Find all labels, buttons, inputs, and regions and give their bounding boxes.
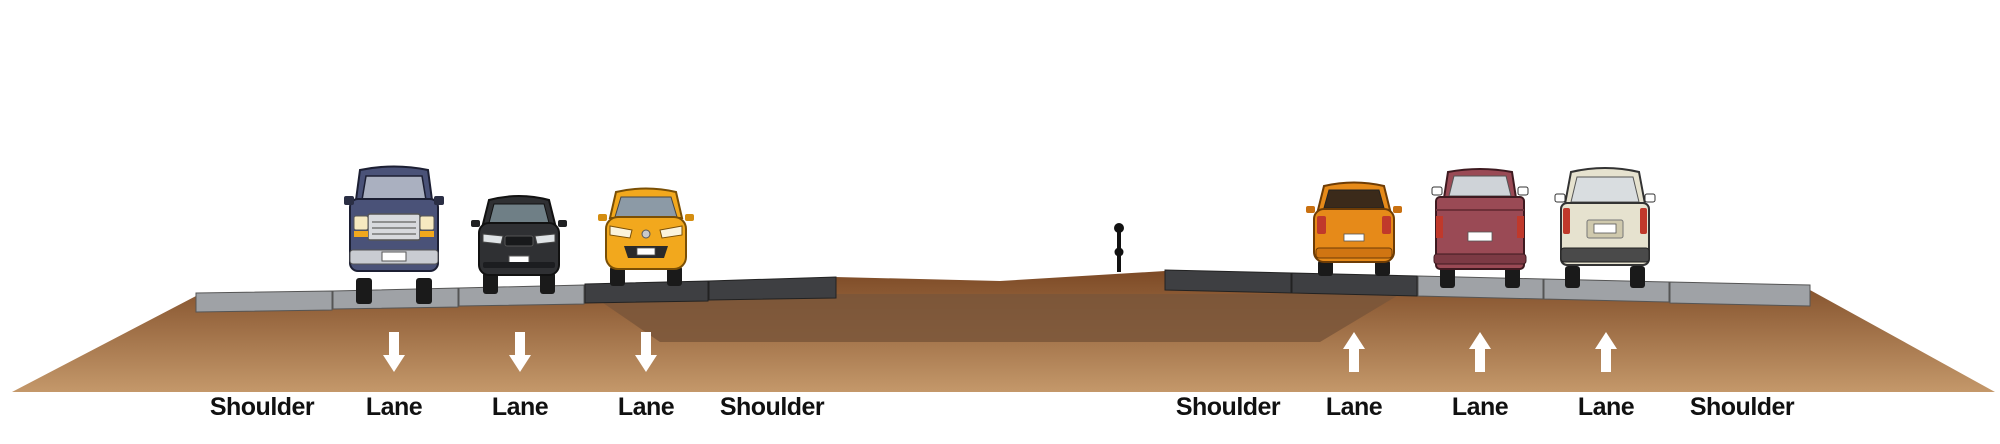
lane-label: Lane [365, 393, 423, 421]
shoulder-label: Shoulder [719, 393, 825, 421]
lane-label: Lane [1325, 393, 1383, 421]
shoulder-label: Shoulder [209, 393, 315, 421]
left-outer-shoulder-slab [708, 276, 837, 301]
trench [590, 294, 1400, 342]
arrow-up-icon [1469, 332, 1491, 372]
shoulder-label: Shoulder [1175, 393, 1281, 421]
arrow-down-icon [383, 332, 405, 372]
arrow-up-icon [1343, 332, 1365, 372]
left-shoulder-slab [195, 290, 333, 313]
left-lane-1-slab [332, 287, 459, 310]
lane-label: Lane [491, 393, 549, 421]
left-lane-2-slab [458, 284, 585, 307]
arrow-down-icon [635, 332, 657, 372]
vehicle-minivan-right [1554, 167, 1656, 288]
arrow-up-icon [1595, 332, 1617, 372]
direction-arrows [383, 332, 1617, 372]
right-lane-2-slab [1417, 275, 1544, 300]
right-lane-1-slab [1291, 272, 1418, 297]
vehicle-pickup-truck-left [344, 165, 444, 304]
vehicle-hatchback-right [1306, 181, 1402, 276]
vehicle-pickup-truck-right [1431, 168, 1529, 288]
right-shoulder-slab [1669, 281, 1811, 307]
arrow-down-icon [509, 332, 531, 372]
lane-label: Lane [617, 393, 675, 421]
right-inner-shoulder-slab [1164, 269, 1292, 294]
right-lane-3-slab [1543, 278, 1670, 303]
left-lane-3-slab [584, 280, 709, 304]
lane-label: Lane [1577, 393, 1635, 421]
lane-label: Lane [1451, 393, 1509, 421]
vehicle-hatchback-left [598, 187, 694, 286]
vehicle-sedan-left [471, 195, 567, 294]
shoulder-label: Shoulder [1689, 393, 1795, 421]
median-post [1114, 223, 1124, 272]
